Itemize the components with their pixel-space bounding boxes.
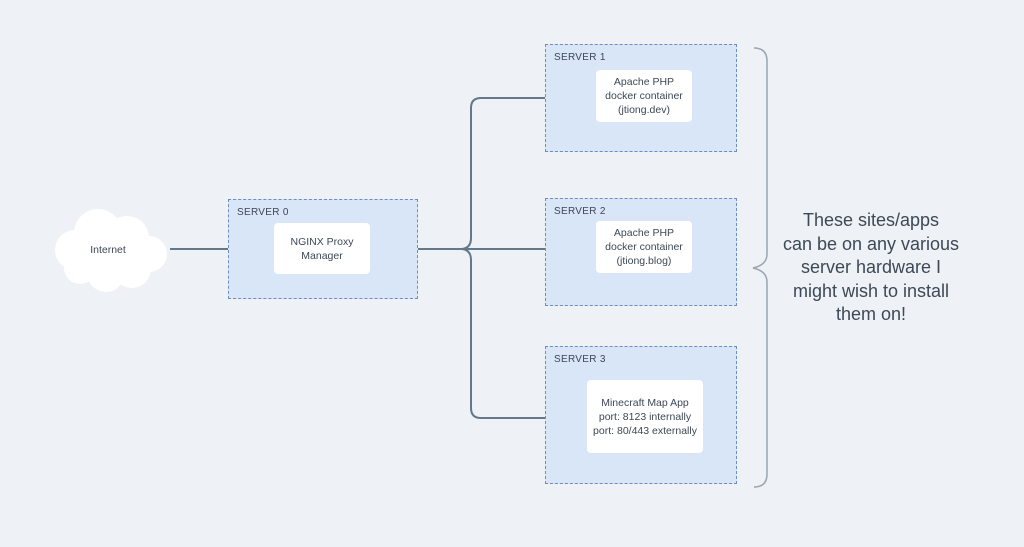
server1-label: SERVER 1 (554, 52, 606, 63)
annotation-text: These sites/apps can be on any various s… (782, 210, 960, 324)
minecraft-map-app-node: Minecraft Map App port: 8123 internally … (587, 380, 703, 453)
nginx-proxy-manager-node: NGINX Proxy Manager (274, 223, 370, 274)
internet-cloud-label: Internet (90, 244, 126, 256)
server2-label: SERVER 2 (554, 206, 606, 217)
apache-php-dev-node: Apache PHP docker container (jtiong.dev) (596, 70, 692, 122)
server0-label: SERVER 0 (237, 207, 289, 218)
connector-proxy-to-server3 (461, 248, 574, 419)
server3-label: SERVER 3 (554, 354, 606, 365)
curly-brace (752, 47, 768, 488)
connector-proxy-to-server1 (461, 97, 579, 250)
apache-php-blog-node: Apache PHP docker container (jtiong.blog… (596, 221, 692, 273)
cloud-shape (55, 209, 167, 292)
